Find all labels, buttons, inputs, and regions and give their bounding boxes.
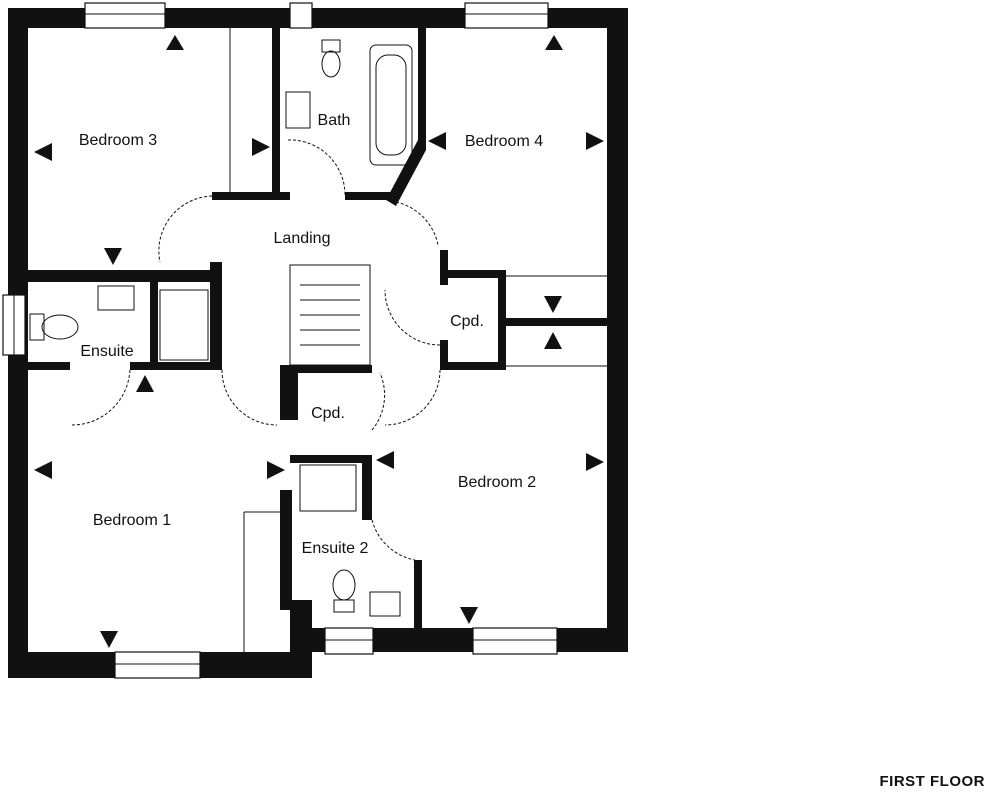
fixtures: [29, 28, 607, 652]
door-swings: [71, 139, 441, 561]
label-ensuite-2: Ensuite 2: [302, 540, 369, 557]
label-bedroom-1: Bedroom 1: [93, 512, 171, 529]
direction-arrows: [34, 35, 604, 648]
windows: [2, 2, 558, 679]
interior-walls: [28, 28, 607, 630]
label-bedroom-4: Bedroom 4: [465, 133, 543, 150]
label-bath: Bath: [318, 112, 351, 129]
floor-title: FIRST FLOOR: [880, 773, 986, 790]
label-cupboard-upper: Cpd.: [450, 313, 484, 330]
label-landing: Landing: [274, 230, 331, 247]
label-bedroom-3: Bedroom 3: [79, 132, 157, 149]
label-cupboard-lower: Cpd.: [311, 405, 345, 422]
label-bedroom-2: Bedroom 2: [458, 474, 536, 491]
label-ensuite: Ensuite: [80, 343, 133, 360]
room-labels: Bedroom 3 Bath Bedroom 4 Landing Cpd. En…: [79, 112, 543, 557]
